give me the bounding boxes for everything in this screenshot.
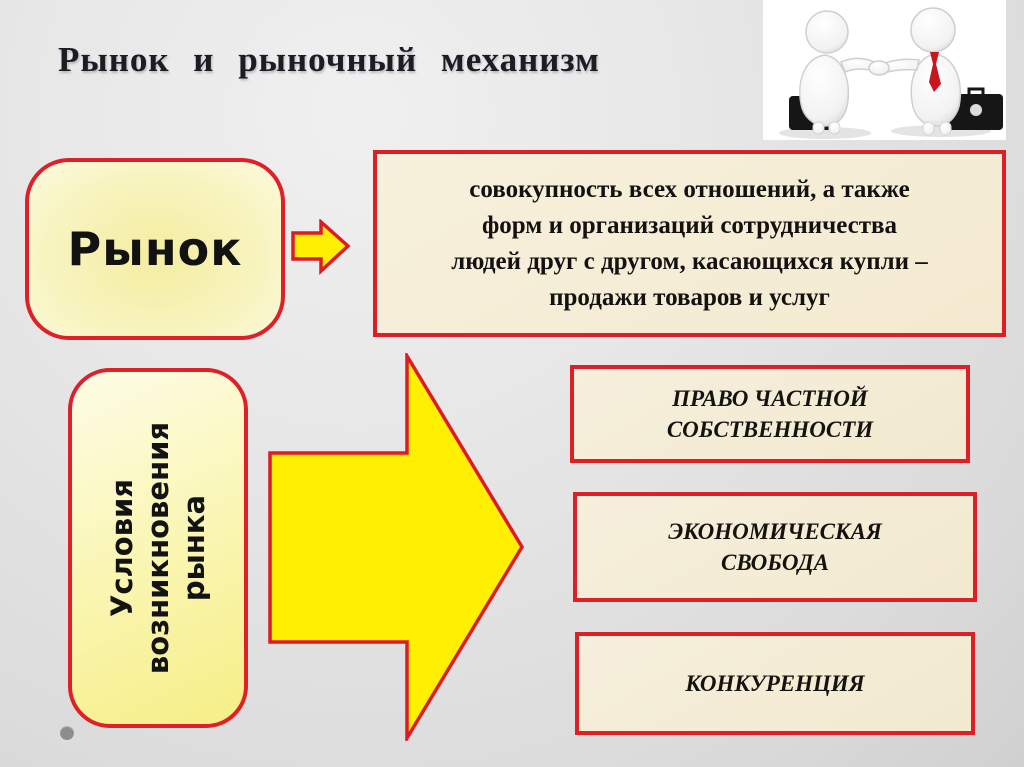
result-line: ЭКОНОМИЧЕСКАЯ xyxy=(668,519,882,544)
market-conditions-label: Условия возникновения рынка xyxy=(68,368,248,728)
slide-title: Рынок и рыночный механизм xyxy=(58,40,600,79)
result-line: КОНКУРЕНЦИЯ xyxy=(685,671,865,696)
bullet-dot xyxy=(60,726,74,740)
result-line: СВОБОДА xyxy=(721,550,829,575)
condition-private-property-box: ПРАВО ЧАСТНОЙ СОБСТВЕННОСТИ xyxy=(570,365,970,463)
definition-line: людей друг с другом, касающихся купли – xyxy=(451,247,928,275)
condition-competition-box: КОНКУРЕНЦИЯ xyxy=(575,632,975,735)
handshake-image xyxy=(763,0,1006,140)
definition-line: продажи товаров и услуг xyxy=(549,283,830,311)
big-right-arrow-icon xyxy=(268,353,525,741)
condition-economic-freedom-box: ЭКОНОМИЧЕСКАЯ СВОБОДА xyxy=(573,492,977,602)
market-box-label: Рынок xyxy=(67,222,243,276)
small-right-arrow-icon xyxy=(291,219,351,275)
market-conditions-box: Условия возникновения рынка xyxy=(68,368,248,728)
definition-line: совокупность всех отношений, а также xyxy=(469,175,910,203)
market-box: Рынок xyxy=(25,158,285,340)
conditions-line: рынка xyxy=(177,494,211,602)
result-line: СОБСТВЕННОСТИ xyxy=(666,417,874,442)
result-line: ПРАВО ЧАСТНОЙ xyxy=(672,386,868,411)
definition-line: форм и организаций сотрудничества xyxy=(481,211,897,239)
conditions-line: Условия xyxy=(105,479,139,618)
handshake-figures-icon xyxy=(763,0,1006,140)
market-definition-box: совокупность всех отношений, а также фор… xyxy=(373,150,1006,337)
conditions-line: возникновения xyxy=(141,421,175,675)
